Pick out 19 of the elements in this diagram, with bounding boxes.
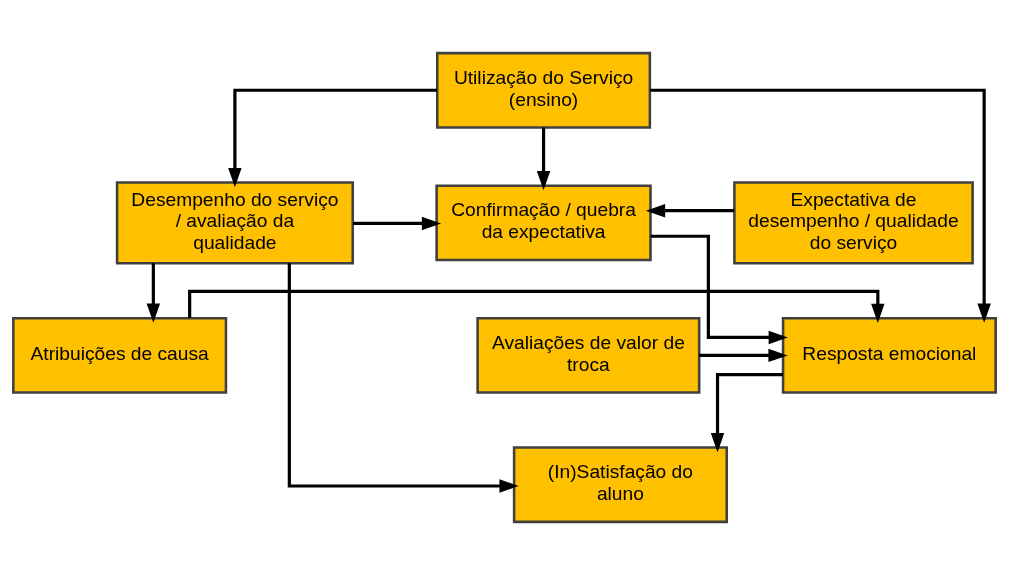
arrow (287, 262, 519, 493)
arrow (188, 289, 885, 323)
arrow (650, 88, 991, 323)
node-box: Confirmação / quebra da expectativa (435, 183, 652, 261)
arrow (710, 372, 783, 452)
arrow (645, 203, 735, 217)
arrow (146, 262, 161, 323)
node-box: Atribuições de causa (12, 316, 228, 394)
node-box: Utilização do Serviço (ensino) (436, 51, 652, 129)
node-box: Resposta emocional (781, 316, 997, 394)
arrow (536, 127, 551, 190)
arrow (228, 88, 437, 187)
node-box: Expectativa de desempenho / qualidade do serviço (733, 180, 974, 264)
arrow (352, 216, 442, 230)
arrow (650, 234, 788, 344)
arrow (699, 348, 788, 362)
node-box: (In)Satisfação do aluno (512, 445, 728, 523)
node-box: Avaliações de valor de troca (476, 316, 701, 394)
node-box: Desempenho do serviço / avaliação da qualidade (115, 180, 354, 264)
